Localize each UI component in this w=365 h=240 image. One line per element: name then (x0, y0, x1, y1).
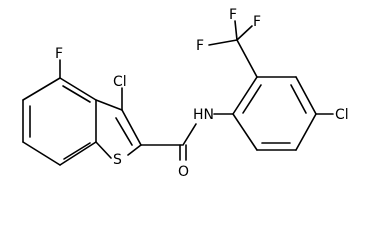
double-bond-inner (115, 117, 133, 146)
bond (22, 141, 61, 166)
bond (295, 76, 317, 115)
structure-diagram: F Cl S O HN F F F Cl (22, 7, 349, 180)
bond (59, 77, 97, 101)
bond (22, 77, 61, 101)
double-bond-inner (62, 85, 91, 103)
bond (295, 113, 317, 151)
bond-cf3-f-right (236, 25, 253, 41)
bond-c-cf3 (236, 39, 258, 78)
thiophene-ring (95, 99, 142, 159)
double-bond-inner (63, 142, 91, 160)
atom-cl-para: Cl (335, 107, 349, 123)
atom-f-cf3-right: F (253, 14, 261, 30)
bond-c-n (182, 123, 197, 146)
bond-cf3-f-top (234, 20, 238, 41)
bond (232, 113, 258, 151)
bond (95, 141, 112, 159)
atom-f-cf3-left: F (196, 38, 204, 54)
bond-cf3-f-left (208, 39, 238, 46)
benzo-ring (22, 77, 97, 166)
atom-nh: HN (193, 107, 214, 123)
atom-o: O (178, 164, 189, 180)
bond (127, 144, 142, 156)
atom-s: S (113, 152, 122, 168)
molecule-canvas: F Cl S O HN F F F Cl (22, 7, 349, 180)
bond (121, 109, 142, 146)
atom-cl-thiophene: Cl (113, 74, 127, 90)
bond (232, 76, 258, 115)
atom-f-benzo: F (55, 46, 63, 62)
atom-f-cf3-top: F (229, 7, 237, 23)
bond (95, 99, 123, 111)
double-bond-inner (290, 84, 307, 114)
double-bond-inner (242, 84, 262, 114)
aryl-ring (232, 76, 317, 151)
bond (59, 141, 97, 166)
